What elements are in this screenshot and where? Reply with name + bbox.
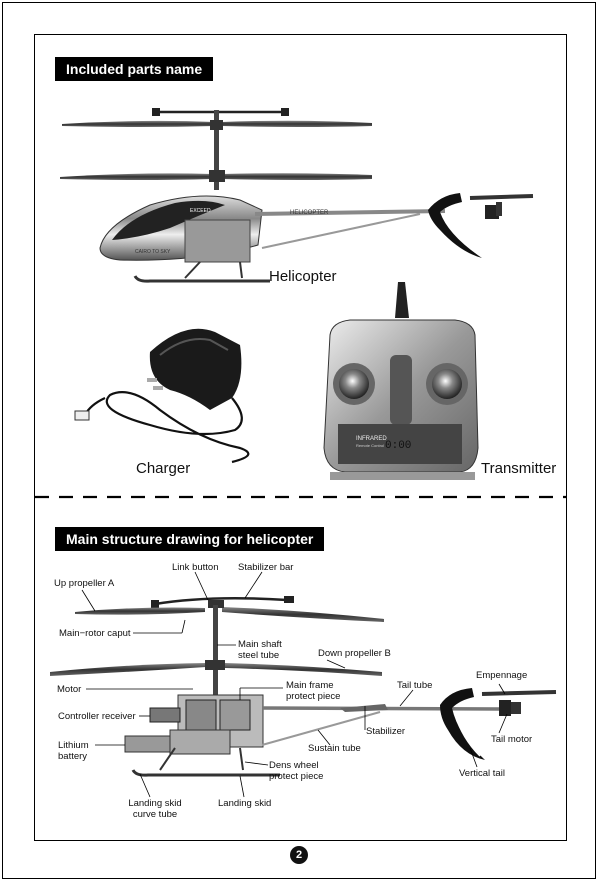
label-landing-skid-curve-tube: Landing skid curve tube [120,798,190,820]
helicopter-label: Helicopter [269,268,337,285]
transmitter-label: Transmitter [481,460,557,477]
label-controller-receiver: Controller receiver [58,711,136,722]
section-title-included-parts: Included parts name [55,57,214,81]
label-motor: Motor [57,684,82,695]
heli-brand-text: EXCEED [190,208,211,214]
label-main-frame: Main frame protect piece [286,680,340,702]
label-main-shaft: Main shaft steel tube [238,639,282,661]
label-main-shaft-line1: Main shaft [238,639,282,650]
label-lithium-line2: battery [58,751,88,762]
page-number: 2 [289,845,309,865]
charger-image [74,328,250,464]
label-tail-motor: Tail motor [491,734,533,745]
content-frame [34,34,567,841]
section-title-main-structure: Main structure drawing for helicopter [55,527,325,551]
label-down-propeller: Down propeller B [318,648,391,659]
label-main-shaft-line2: steel tube [238,650,280,661]
label-tail-tube: Tail tube [397,680,433,691]
structure-helicopter-image [50,596,557,777]
label-landing-skid-curve-line2: curve tube [132,809,178,820]
helicopter-image: HELICOPTER EXCEED CAIRO TO SKY [60,108,534,283]
page-number-badge [290,846,308,864]
label-lithium-line1: Lithium [58,740,89,751]
heli-tail-text: HELICOPTER [290,210,329,216]
label-empennage: Empennage [476,670,528,681]
label-main-frame-line1: Main frame [286,680,334,691]
leader-lines [81,571,508,798]
label-sustain-tube: Sustain tube [308,743,361,754]
tx-brand-text: INFRARED [356,436,387,442]
label-main-frame-line2: protect piece [286,691,341,702]
label-main-rotor-caput: Main−rotor caput [59,628,131,639]
label-link-button: Link button [172,562,219,573]
label-up-propeller: Up propeller A [54,578,115,589]
tx-brand2-text: Remote Control [356,443,384,448]
label-vertical-tail: Vertical tail [459,768,505,779]
page-number-text: 2 [295,849,303,861]
label-landing-skid: Landing skid [218,798,272,809]
label-dens-wheel: Dens wheel protect piece [269,760,323,782]
label-dens-wheel-line2: protect piece [269,771,324,782]
label-landing-skid-curve-line1: Landing skid [128,798,182,809]
label-lithium-battery: Lithium battery [58,740,89,762]
tx-display-text: 0:00 [385,440,411,452]
label-stabilizer-bar: Stabilizer bar [238,562,294,573]
label-dens-wheel-line1: Dens wheel [269,760,319,771]
charger-label: Charger [136,460,191,477]
heli-side-text: CAIRO TO SKY [135,249,171,255]
label-stabilizer: Stabilizer [366,726,406,737]
transmitter-image: INFRARED Remote Control 0:00 [323,282,479,480]
